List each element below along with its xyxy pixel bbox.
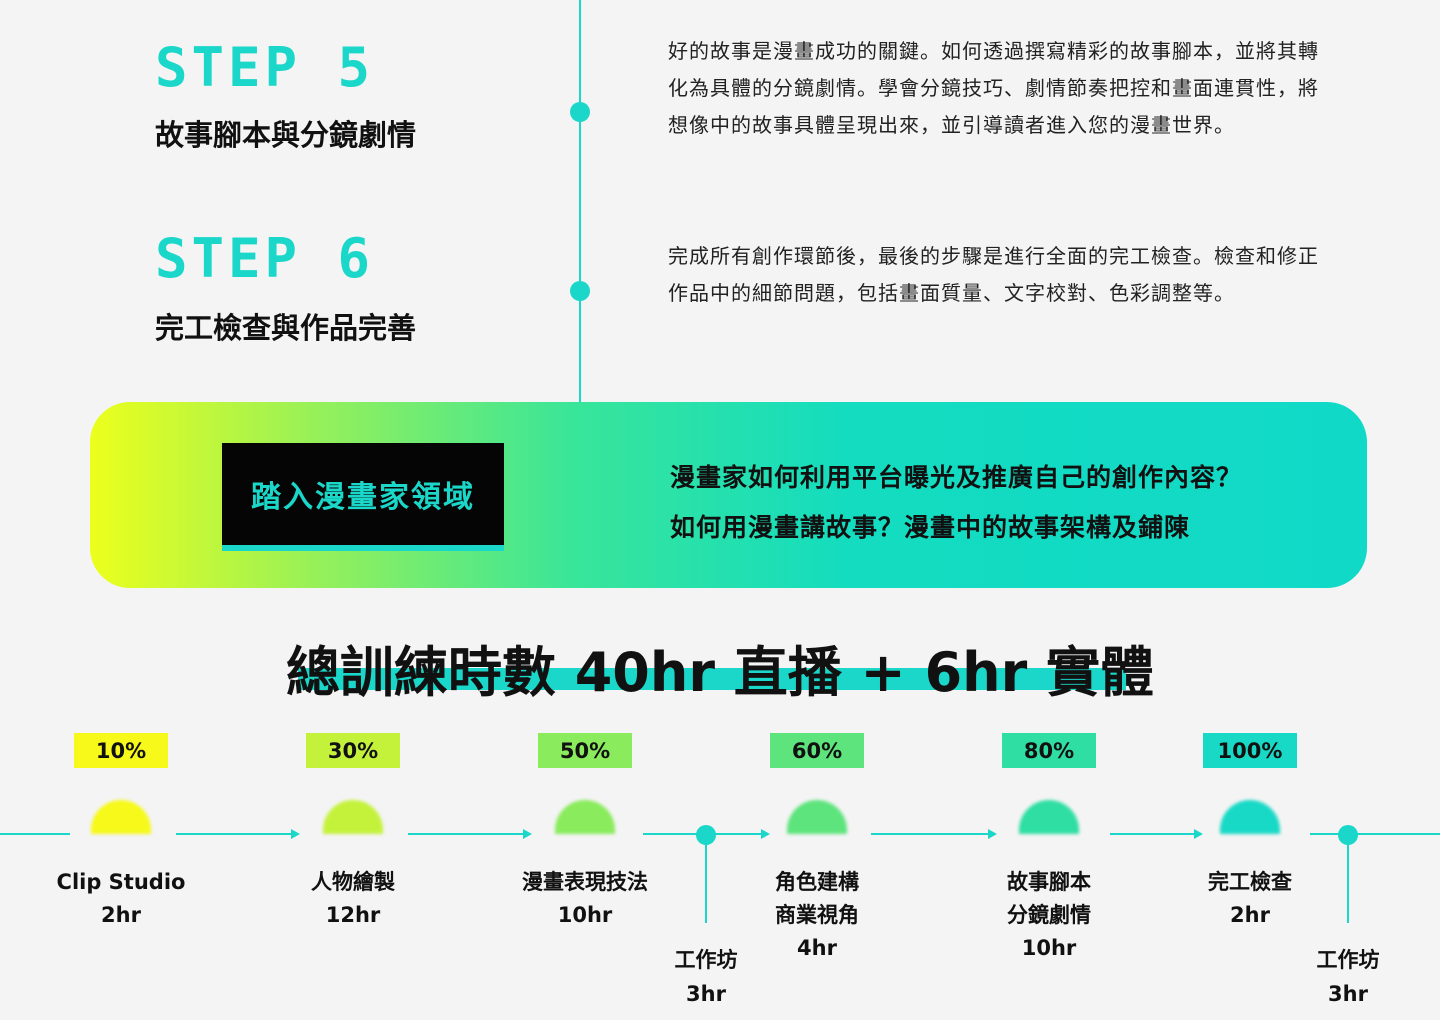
step-6-dot [570, 281, 590, 301]
timeline-segment [0, 833, 70, 835]
banner-title-box: 踏入漫畫家領域 [222, 443, 504, 551]
timeline-segment [871, 833, 988, 835]
stage-5-name: 故事腳本 [1007, 870, 1091, 894]
stage-2-marker [323, 800, 383, 834]
step-6-description: 完成所有創作環節後，最後的步驟是進行全面的完工檢查。檢查和修正作品中的細節問題，… [668, 244, 1319, 305]
workshop-2-line [1347, 835, 1349, 923]
arrow-right-icon [761, 829, 770, 839]
stage-4-marker [787, 800, 847, 834]
timeline-segment [176, 833, 291, 835]
step-5-title: STEP 5 [155, 36, 375, 99]
stage-1-name: Clip Studio [56, 870, 186, 894]
stage-1-percent-badge: 10% [74, 733, 168, 768]
stage-4-name: 角色建構 [775, 870, 859, 894]
timeline-segment [408, 833, 523, 835]
stage-3-name: 漫畫表現技法 [522, 870, 648, 894]
stage-1-marker [91, 800, 151, 834]
stage-4-percent-badge: 60% [770, 733, 864, 768]
stage-2-label: 人物繪製 12hr [253, 866, 453, 932]
total-hours-highlight [298, 668, 1126, 690]
stage-2-hours: 12hr [325, 903, 381, 927]
stage-6-marker [1220, 800, 1280, 834]
banner-question-1: 漫畫家如何利用平台曝光及推廣自己的創作內容？ [670, 463, 1243, 492]
step-vertical-line [579, 0, 581, 450]
timeline-segment [1310, 833, 1440, 835]
stage-4-hours: 4hr [797, 936, 837, 960]
stage-5-percent-badge: 80% [1002, 733, 1096, 768]
stage-6-percent-badge: 100% [1203, 733, 1297, 768]
timeline-segment [1110, 833, 1194, 835]
stage-3-label: 漫畫表現技法 10hr [485, 866, 685, 932]
stage-3-marker [555, 800, 615, 834]
arrow-right-icon [988, 829, 997, 839]
stage-1-hours: 2hr [101, 903, 141, 927]
stage-2-name: 人物繪製 [311, 870, 395, 894]
stage-6-hours: 2hr [1230, 903, 1270, 927]
stage-5-hours: 10hr [1021, 936, 1077, 960]
step-6-subtitle: 完工檢查與作品完善 [155, 311, 417, 345]
workshop-1-line [705, 835, 707, 923]
arrow-right-icon [1194, 829, 1203, 839]
workshop-2-dot [1338, 825, 1358, 845]
stage-6-name: 完工檢查 [1208, 870, 1292, 894]
step-6-title: STEP 6 [155, 227, 375, 290]
stage-4-name-line2: 商業視角 [775, 903, 859, 927]
workshop-1-label: 工作坊 3hr [646, 943, 766, 1011]
banner-question-2: 如何用漫畫講故事？漫畫中的故事架構及鋪陳 [670, 513, 1191, 542]
workshop-2-label: 工作坊 3hr [1288, 943, 1408, 1011]
step-5-description: 好的故事是漫畫成功的關鍵。如何透過撰寫精彩的故事腳本，並將其轉化為具體的分鏡劇情… [668, 39, 1319, 137]
workshop-1-hours: 3hr [686, 982, 726, 1006]
stage-5-name-line2: 分鏡劇情 [1007, 903, 1091, 927]
stage-3-percent-badge: 50% [538, 733, 632, 768]
arrow-right-icon [291, 829, 300, 839]
arrow-right-icon [523, 829, 532, 839]
step-5-dot [570, 102, 590, 122]
workshop-2-hours: 3hr [1328, 982, 1368, 1006]
stage-1-label: Clip Studio 2hr [21, 866, 221, 932]
stage-5-label: 故事腳本 分鏡劇情 10hr [949, 866, 1149, 965]
total-hours-heading: 總訓練時數 40hr 直播 + 6hr 實體 [285, 641, 1155, 704]
step-5-subtitle: 故事腳本與分鏡劇情 [155, 118, 417, 152]
stage-4-label: 角色建構 商業視角 4hr [717, 866, 917, 965]
stage-3-hours: 10hr [557, 903, 613, 927]
stage-6-label: 完工檢查 2hr [1150, 866, 1350, 932]
workshop-1-name: 工作坊 [674, 948, 738, 972]
workshop-1-dot [696, 825, 716, 845]
stage-5-marker [1019, 800, 1079, 834]
workshop-2-name: 工作坊 [1316, 948, 1380, 972]
stage-2-percent-badge: 30% [306, 733, 400, 768]
